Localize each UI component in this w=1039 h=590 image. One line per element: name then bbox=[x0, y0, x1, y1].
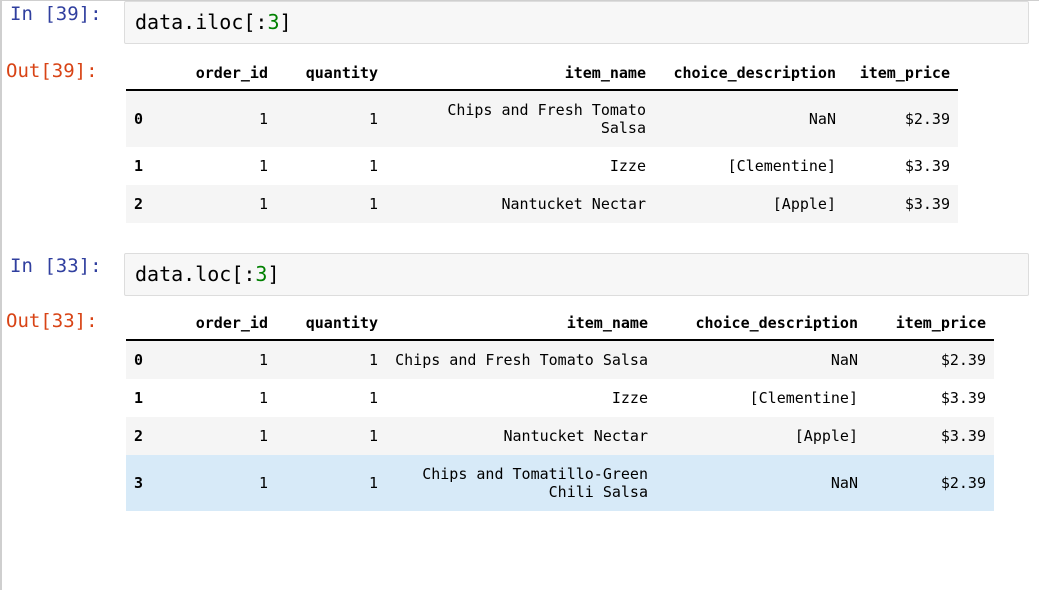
dataframe-table-loc: order_id quantity item_name choice_descr… bbox=[126, 308, 994, 511]
cell-choice-description: NaN bbox=[656, 455, 866, 511]
row-index: 3 bbox=[126, 455, 180, 511]
column-header-item-price: item_price bbox=[844, 58, 958, 91]
cell-item-name: Izze bbox=[386, 379, 656, 417]
cell-item-price: $3.39 bbox=[844, 147, 958, 185]
code-line-39: data.iloc[:3] bbox=[135, 10, 1018, 34]
input-row-39: In [39]: data.iloc[:3] bbox=[2, 1, 1039, 44]
row-index: 0 bbox=[126, 340, 180, 379]
table-row: 1 1 1 Izze [Clementine] $3.39 bbox=[126, 147, 958, 185]
column-header-item-price: item_price bbox=[866, 308, 994, 341]
cell-quantity: 1 bbox=[276, 455, 386, 511]
cell-item-price: $2.39 bbox=[866, 340, 994, 379]
code-number-39: 3 bbox=[267, 10, 280, 34]
cell-order-id: 1 bbox=[180, 417, 276, 455]
cell-item-price: $3.39 bbox=[866, 417, 994, 455]
notebook-cell-39: In [39]: data.iloc[:3] Out[39]: order_ bbox=[2, 1, 1039, 223]
output-body-33: order_id quantity item_name choice_descr… bbox=[124, 308, 1039, 511]
input-row-33: In [33]: data.loc[:3] bbox=[2, 253, 1039, 296]
column-header-order-id: order_id bbox=[180, 308, 276, 341]
code-prefix-39: data.iloc[: bbox=[135, 10, 268, 34]
table-row-highlighted: 3 1 1 Chips and Tomatillo-Green Chili Sa… bbox=[126, 455, 994, 511]
table-row: 2 1 1 Nantucket Nectar [Apple] $3.39 bbox=[126, 185, 958, 223]
cell-quantity: 1 bbox=[276, 185, 386, 223]
out-prompt-33: Out[33]: bbox=[6, 310, 98, 332]
code-suffix-39: ] bbox=[279, 10, 292, 34]
column-header-item-name: item_name bbox=[386, 308, 656, 341]
row-index: 0 bbox=[126, 90, 180, 147]
row-index: 2 bbox=[126, 185, 180, 223]
code-input-39[interactable]: data.iloc[:3] bbox=[124, 1, 1029, 44]
cell-quantity: 1 bbox=[276, 379, 386, 417]
cell-order-id: 1 bbox=[180, 379, 276, 417]
cell-item-name: Nantucket Nectar bbox=[386, 417, 656, 455]
dataframe-table-iloc: order_id quantity item_name choice_descr… bbox=[126, 58, 958, 223]
table-row: 0 1 1 Chips and Fresh Tomato Salsa NaN $… bbox=[126, 90, 958, 147]
output-body-39: order_id quantity item_name choice_descr… bbox=[124, 58, 1039, 223]
cell-item-name: Chips and Fresh Tomato Salsa bbox=[386, 90, 654, 147]
notebook-cell-33: In [33]: data.loc[:3] Out[33]: order_i bbox=[2, 253, 1039, 511]
column-header-index bbox=[126, 58, 180, 91]
dataframe-body-loc: 0 1 1 Chips and Fresh Tomato Salsa NaN $… bbox=[126, 340, 994, 511]
cell-order-id: 1 bbox=[180, 185, 276, 223]
cell-item-price: $2.39 bbox=[866, 455, 994, 511]
output-row-39: Out[39]: order_id quantity item_name cho… bbox=[2, 58, 1039, 223]
dataframe-body-iloc: 0 1 1 Chips and Fresh Tomato Salsa NaN $… bbox=[126, 90, 958, 223]
cell-choice-description: [Apple] bbox=[656, 417, 866, 455]
dataframe-head-loc: order_id quantity item_name choice_descr… bbox=[126, 308, 994, 341]
cell-order-id: 1 bbox=[180, 340, 276, 379]
table-row: 0 1 1 Chips and Fresh Tomato Salsa NaN $… bbox=[126, 340, 994, 379]
column-header-order-id: order_id bbox=[180, 58, 276, 91]
row-index: 1 bbox=[126, 379, 180, 417]
code-input-33[interactable]: data.loc[:3] bbox=[124, 253, 1029, 296]
cell-quantity: 1 bbox=[276, 147, 386, 185]
row-index: 1 bbox=[126, 147, 180, 185]
cell-item-name: Nantucket Nectar bbox=[386, 185, 654, 223]
code-suffix-33: ] bbox=[267, 262, 280, 286]
column-header-quantity: quantity bbox=[276, 308, 386, 341]
code-line-33: data.loc[:3] bbox=[135, 262, 1018, 286]
cell-item-price: $3.39 bbox=[844, 185, 958, 223]
cell-item-name: Izze bbox=[386, 147, 654, 185]
cell-item-name: Chips and Tomatillo-Green Chili Salsa bbox=[386, 455, 656, 511]
cell-choice-description: NaN bbox=[656, 340, 866, 379]
code-prefix-33: data.loc[: bbox=[135, 262, 256, 286]
table-header-row: order_id quantity item_name choice_descr… bbox=[126, 58, 958, 91]
cell-choice-description: NaN bbox=[654, 90, 844, 147]
table-row: 1 1 1 Izze [Clementine] $3.39 bbox=[126, 379, 994, 417]
column-header-quantity: quantity bbox=[276, 58, 386, 91]
column-header-choice-description: choice_description bbox=[656, 308, 866, 341]
table-row: 2 1 1 Nantucket Nectar [Apple] $3.39 bbox=[126, 417, 994, 455]
in-prompt-33: In [33]: bbox=[10, 255, 102, 277]
cell-item-price: $3.39 bbox=[866, 379, 994, 417]
code-number-33: 3 bbox=[255, 262, 268, 286]
cell-order-id: 1 bbox=[180, 90, 276, 147]
column-header-choice-description: choice_description bbox=[654, 58, 844, 91]
column-header-index bbox=[126, 308, 180, 341]
cell-quantity: 1 bbox=[276, 417, 386, 455]
cell-order-id: 1 bbox=[180, 147, 276, 185]
cell-item-price: $2.39 bbox=[844, 90, 958, 147]
table-header-row: order_id quantity item_name choice_descr… bbox=[126, 308, 994, 341]
cell-choice-description: [Clementine] bbox=[656, 379, 866, 417]
cell-item-name: Chips and Fresh Tomato Salsa bbox=[386, 340, 656, 379]
in-prompt-39: In [39]: bbox=[10, 3, 102, 25]
row-index: 2 bbox=[126, 417, 180, 455]
cell-quantity: 1 bbox=[276, 340, 386, 379]
cell-order-id: 1 bbox=[180, 455, 276, 511]
cell-choice-description: [Apple] bbox=[654, 185, 844, 223]
output-row-33: Out[33]: order_id quantity item_name cho… bbox=[2, 308, 1039, 511]
out-prompt-39: Out[39]: bbox=[6, 60, 98, 82]
cell-choice-description: [Clementine] bbox=[654, 147, 844, 185]
dataframe-head-iloc: order_id quantity item_name choice_descr… bbox=[126, 58, 958, 91]
column-header-item-name: item_name bbox=[386, 58, 654, 91]
cell-quantity: 1 bbox=[276, 90, 386, 147]
